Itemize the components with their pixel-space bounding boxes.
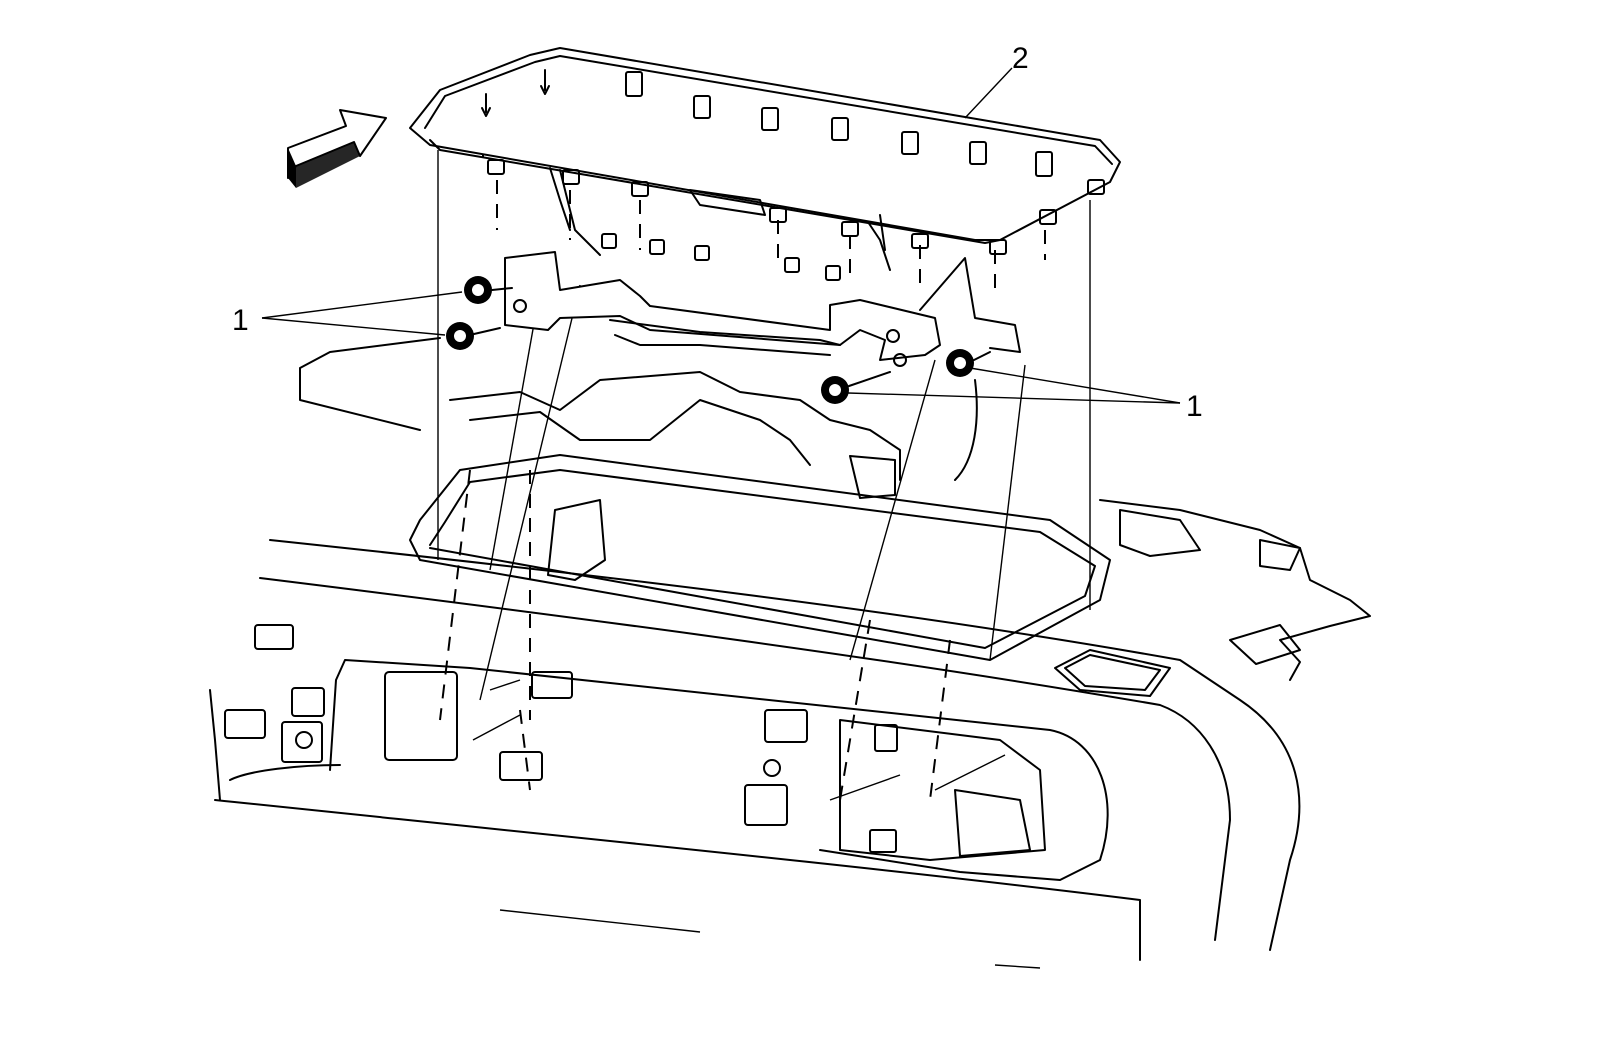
panel-clips [481,69,1105,281]
fastener-bolts [446,276,991,404]
mounting-bracket [504,169,1021,481]
front-direction-arrow-icon [287,109,387,188]
callout-fasteners-right: 1 [1186,390,1203,423]
callout-panel: 2 [1012,42,1029,75]
callout-fasteners-left: 1 [232,304,249,337]
leader-lines [261,67,1181,404]
bolt-lower-left [446,322,501,350]
bolt-right-lower [821,371,891,404]
overhead-trim-panel [409,47,1121,281]
console-housing [224,624,1046,861]
roof-opening [409,371,1171,697]
bolt-right-upper [946,349,991,377]
bolt-upper-left [464,276,513,304]
assembly-lines [437,150,1091,801]
headliner-body [209,337,1371,969]
